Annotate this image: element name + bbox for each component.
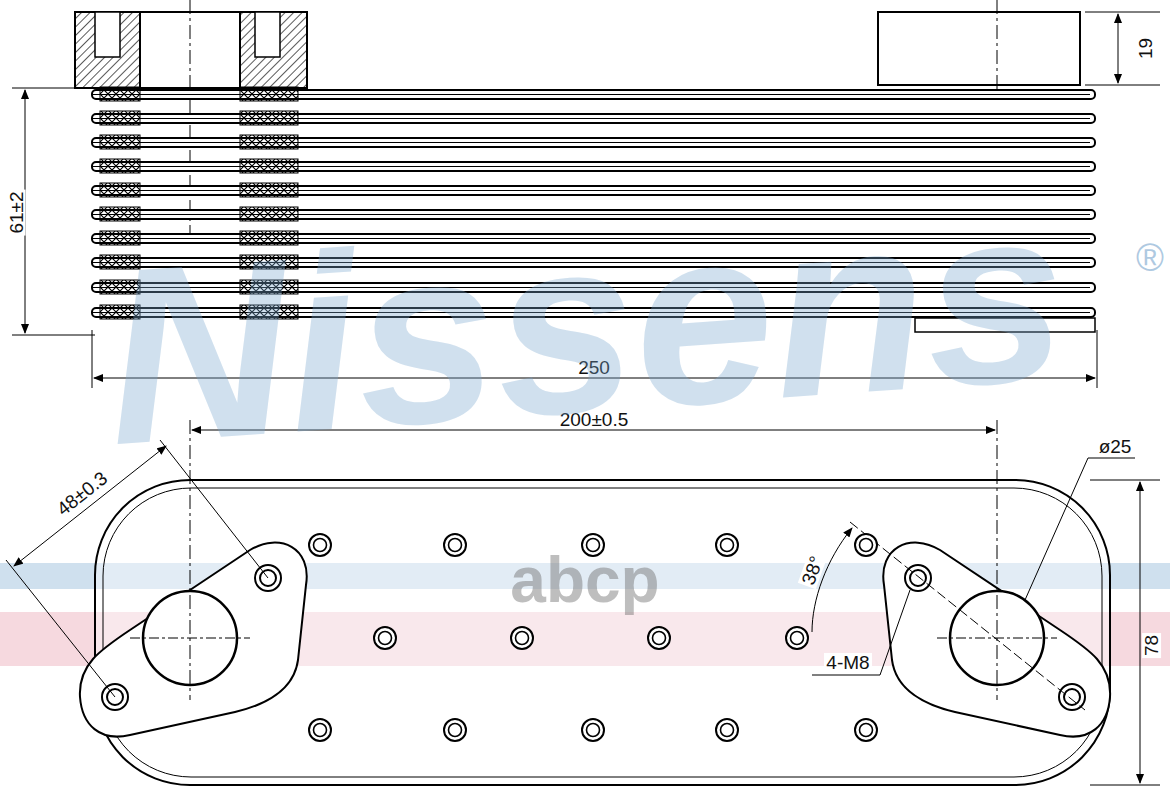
dimension-text: 48±0.3 — [52, 466, 113, 519]
site-watermark: abcp — [510, 548, 659, 612]
brand-watermark: Nissens — [98, 167, 1072, 483]
dimension-text: 19 — [1136, 35, 1155, 60]
registered-mark: ® — [1136, 239, 1164, 277]
dimension-text: ø25 — [1097, 437, 1134, 456]
thread-callout: 4-M8 — [824, 653, 871, 672]
dimension-text: 78 — [1142, 632, 1161, 657]
dimension-text: 61±2 — [7, 189, 26, 235]
